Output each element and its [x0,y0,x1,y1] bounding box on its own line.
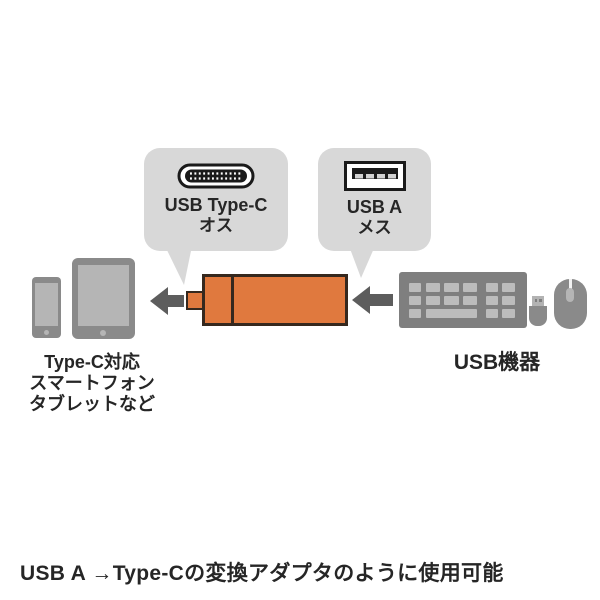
adapter-divider [231,274,234,326]
tablet-icon [72,258,135,339]
adapter-icon [202,274,348,326]
keyboard-icon [399,272,527,328]
callout-type-c-label: USB Type-C [164,195,268,215]
tablet-home-button [100,329,106,336]
keyboard-spacebar [426,309,477,318]
left-device-label-line2: スマートフォン [29,373,155,393]
mouse-icon [554,279,587,329]
callout-usb-a: USB A メス [318,148,431,251]
smartphone-home-button [44,330,49,335]
usb-stick-icon [529,306,547,326]
usb-a-port-icon [343,161,406,191]
left-device-label-line1: Type-C対応 [44,352,140,372]
mouse-scroll-wheel [566,288,574,302]
callout-usb-a-label: USB A [346,197,403,217]
left-device-label: Type-C対応 スマートフォン タブレットなど [8,352,176,415]
smartphone-icon [32,277,61,338]
bottom-caption: USB A →Type-Cの変換アダプタのように使用可能 [20,562,504,585]
callout-usb-a-gender: メス [357,218,392,237]
usb-type-c-connector-icon [177,163,255,189]
callout-usb-type-c: USB Type-C オス [144,148,288,251]
left-device-label-line3: タブレットなど [29,394,155,414]
tablet-screen [78,265,129,326]
mouse-button-divider [568,279,572,290]
callout-type-c-gender: オス [199,216,233,235]
smartphone-screen [35,283,58,326]
right-device-label: USB機器 [453,351,541,374]
left-bubble-tail [165,246,192,285]
usb-stick-connector [532,296,544,306]
left-arrow-icon [150,287,184,315]
right-arrow-icon [352,286,393,314]
